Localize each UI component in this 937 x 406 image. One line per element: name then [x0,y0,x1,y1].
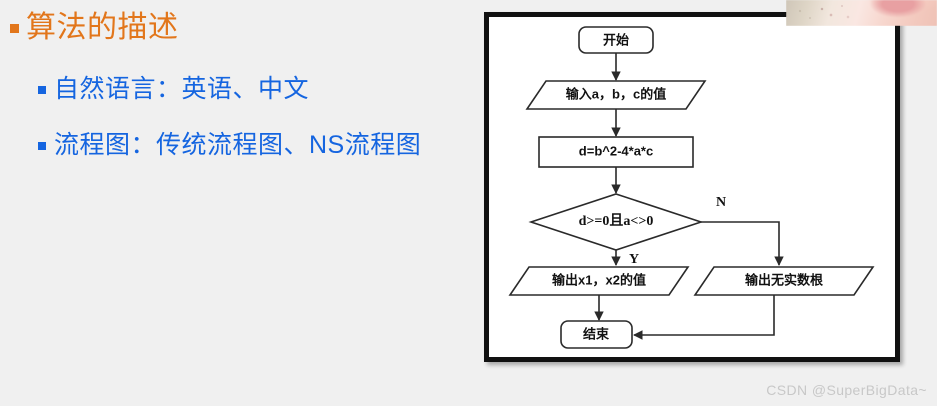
webcam-video-detail [786,0,937,26]
square-bullet-blue-icon [38,86,46,94]
flowchart-image-frame: 开始 输入a，b，c的值 d=b^2-4*a*c d>=0且a<>0 N Y 输… [484,12,900,362]
flow-node-start-label: 开始 [603,32,629,47]
flow-node-process-label: d=b^2-4*a*c [579,143,653,158]
flow-branch-label-yes: Y [629,252,639,267]
square-bullet-blue-icon [38,142,46,150]
flow-node-output-roots [508,266,690,296]
sub-bullet-label-natural-language: 自然语言：英语、中文 [54,75,310,103]
flow-node-input-label: 输入a，b，c的值 [566,86,666,101]
sub-bullet-label-flowchart: 流程图：传统流程图、NS流程图 [54,131,422,159]
flow-node-output-noroots [693,266,875,296]
slide-text-panel: 算法的描述 自然语言：英语、中文 流程图：传统流程图、NS流程图 [10,11,421,160]
flow-node-end-label: 结束 [583,326,610,341]
page-title: 算法的描述 [26,11,179,44]
flow-edge-no-branch [701,221,784,266]
square-bullet-orange-icon [10,24,19,33]
flowchart-diagram: 开始 输入a，b，c的值 d=b^2-4*a*c d>=0且a<>0 N Y 输… [508,26,875,349]
flow-node-decision-label: d>=0且a<>0 [579,213,654,229]
flow-node-output-roots-label: 输出x1，x2的值 [552,272,646,287]
webcam-overlay [786,0,937,26]
flow-node-input [525,80,707,110]
sub-bullet-row-natural-language: 自然语言：英语、中文 [38,74,309,104]
flow-node-output-noroots-label: 输出无实数根 [745,272,824,287]
flow-node-process [538,136,694,168]
watermark-text: CSDN @SuperBigData~ [766,382,927,398]
sub-bullet-row-flowchart: 流程图：传统流程图、NS流程图 [38,130,421,160]
flow-edge-output-noroots-to-end [633,295,775,340]
flow-node-end [560,320,633,349]
flow-branch-label-no: N [716,195,726,210]
heading-bullet-row: 算法的描述 [10,11,179,45]
